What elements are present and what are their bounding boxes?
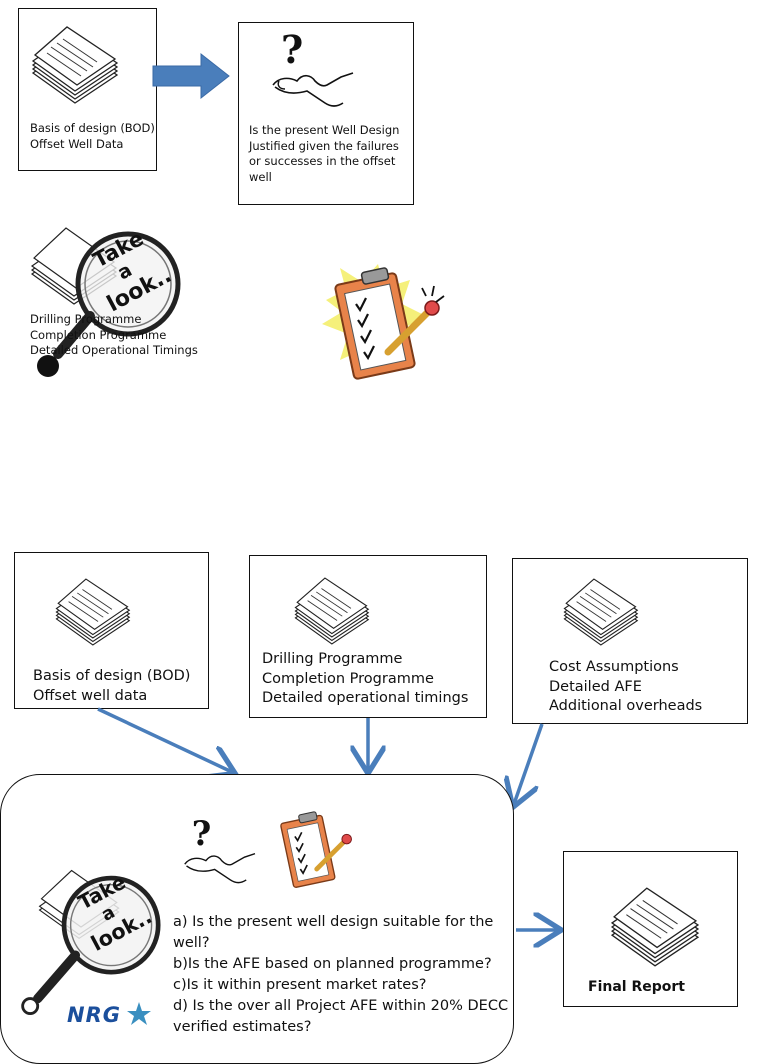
nrg-logo: NRG xyxy=(67,1001,152,1027)
review-box: ? Take a look.. a) Is the present well d… xyxy=(0,774,514,1064)
take-a-look-text-top: Drilling Programme Completion Programme … xyxy=(30,312,198,358)
magnifier-take-a-look-icon: Take a look.. xyxy=(21,869,161,1016)
arrow-cost-to-review xyxy=(514,723,544,804)
svg-text:?: ? xyxy=(192,814,212,853)
document-stack-icon xyxy=(563,578,639,646)
bod-box-bottom-text: Basis of design (BOD) Offset well data xyxy=(33,668,191,704)
arrow-bod-to-review xyxy=(97,707,232,772)
bod-box-bottom: Basis of design (BOD) Offset well data xyxy=(14,552,209,709)
question-hand-icon: ? xyxy=(272,27,354,107)
document-stack-icon xyxy=(610,887,700,967)
cost-box: Cost Assumptions Detailed AFE Additional… xyxy=(512,558,748,724)
final-report-label: Final Report xyxy=(588,979,685,995)
magnifier-take-a-look-icon: Take a look.. xyxy=(30,226,181,377)
bod-box-top-text: Basis of design (BOD) Offset Well Data xyxy=(30,121,155,151)
question-mark-glyph: ? xyxy=(281,27,303,72)
right-arrow-top xyxy=(152,52,230,100)
document-stack-icon xyxy=(31,26,119,104)
review-questions: a) Is the present well design suitable f… xyxy=(173,914,509,1036)
logo-star-icon xyxy=(127,1002,152,1025)
clipboard-checklist-icon xyxy=(280,811,352,888)
final-report-box: Final Report xyxy=(563,851,738,1007)
question-hand-icon: ? xyxy=(184,814,256,884)
document-stack-icon xyxy=(55,578,131,646)
cost-box-text: Cost Assumptions Detailed AFE Additional… xyxy=(549,659,703,715)
bod-box-top: Basis of design (BOD) Offset Well Data xyxy=(18,8,157,171)
clipboard-checklist-icon xyxy=(322,264,445,380)
programme-box-text: Drilling Programme Completion Programme … xyxy=(262,651,469,707)
well-design-question-box: ? Is the present Well Design Justified g… xyxy=(238,22,414,205)
programme-box: Drilling Programme Completion Programme … xyxy=(249,555,487,718)
connector-arrows xyxy=(97,707,768,1024)
document-stack-icon xyxy=(294,577,370,645)
well-design-question-text: Is the present Well Design Justified giv… xyxy=(249,123,400,184)
